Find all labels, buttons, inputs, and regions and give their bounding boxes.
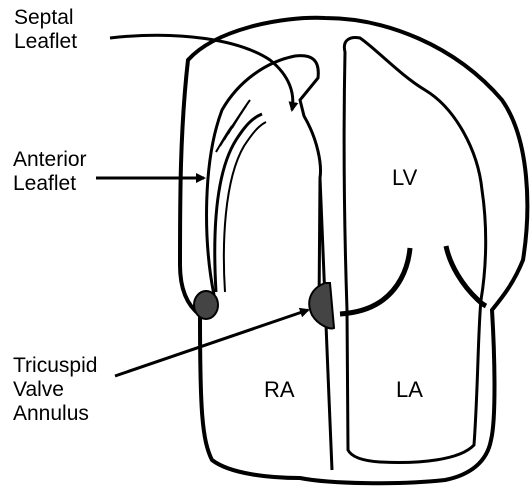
anterior-leaflet-label-line1: Anterior: [13, 148, 87, 172]
tricuspid-annulus-arrow: [115, 310, 308, 376]
tricuspid-label-line2: Valve: [13, 378, 97, 402]
chamber-label-la: LA: [396, 378, 423, 402]
tricuspid-valve-annulus-label: Tricuspid Valve Annulus: [13, 354, 97, 426]
septal-leaflet-label: Septal Leaflet: [14, 6, 77, 54]
tricuspid-annulus-septal: [309, 283, 334, 328]
mitral-leaflet-anterior: [340, 248, 410, 314]
chamber-label-lv: LV: [392, 166, 417, 190]
tricuspid-annulus-lateral: [194, 291, 218, 319]
septal-leaflet-label-line1: Septal: [14, 6, 77, 30]
anterior-leaflet-label: Anterior Leaflet: [13, 148, 87, 196]
septal-leaflet-label-line2: Leaflet: [14, 30, 77, 54]
chamber-label-ra: RA: [264, 378, 295, 402]
anterior-leaflet-label-line2: Leaflet: [13, 172, 87, 196]
tricuspid-label-line3: Annulus: [13, 402, 97, 426]
tricuspid-label-line1: Tricuspid: [13, 354, 97, 378]
